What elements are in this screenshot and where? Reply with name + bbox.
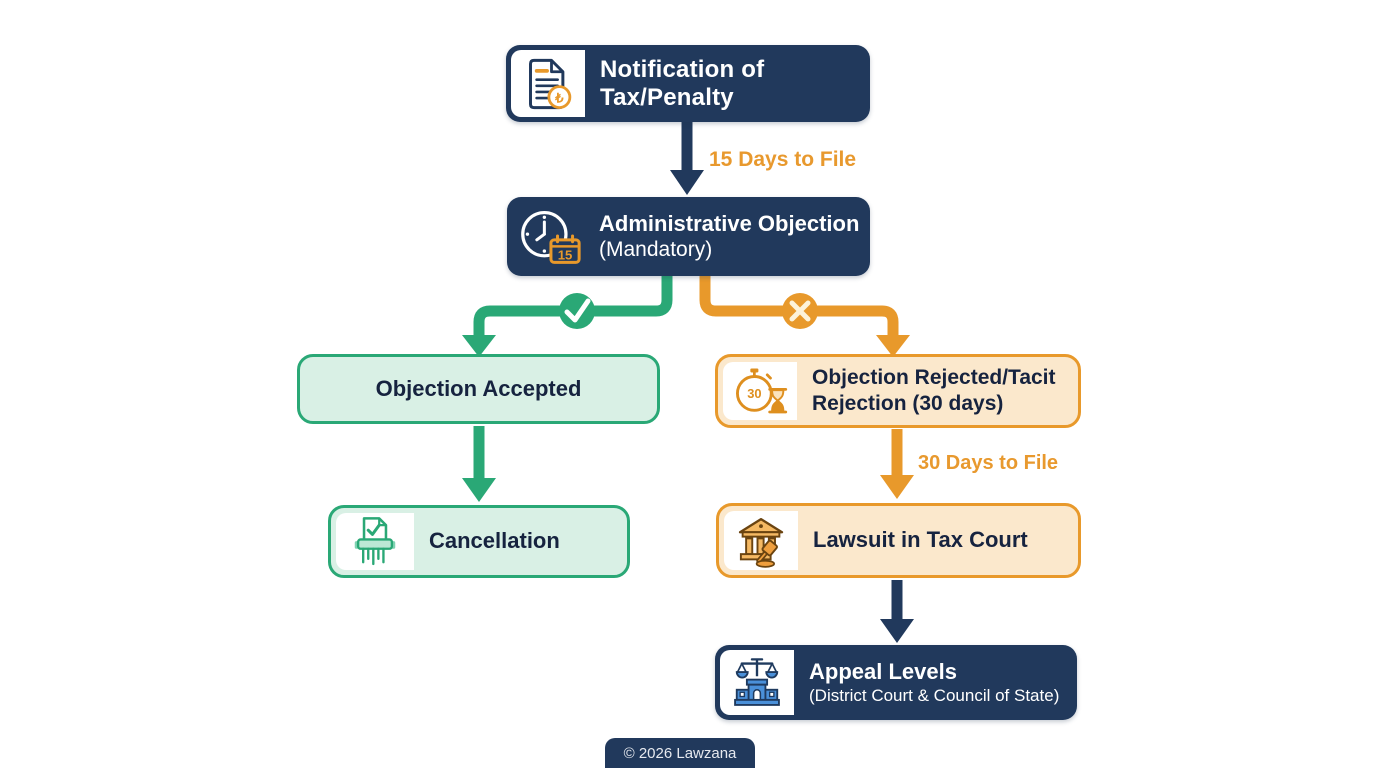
node-rejected-label: Objection Rejected/Tacit Rejection (30 d… — [812, 366, 1056, 415]
edge-label-15-days: 15 Days to File — [709, 148, 857, 171]
svg-text:₺: ₺ — [554, 90, 564, 105]
copyright-text: © 2026 Lawzana — [623, 745, 737, 762]
svg-text:30: 30 — [747, 386, 761, 401]
edge-label-30-days: 30 Days to File — [918, 452, 1059, 474]
node-appeal-label: Appeal Levels (District Court & Council … — [809, 658, 1060, 706]
node-appeal: Appeal Levels (District Court & Council … — [715, 645, 1077, 720]
copyright-badge: © 2026 Lawzana — [605, 738, 755, 768]
document-lira-icon: ₺ — [511, 50, 585, 117]
node-accepted: Objection Accepted — [297, 354, 660, 424]
arrow-rejected-to-lawsuit — [880, 429, 914, 499]
node-notification-label: Notification of Tax/Penalty — [600, 55, 765, 111]
node-notification: ₺ Notification of Tax/Penalty — [506, 45, 870, 122]
x-circle-icon — [782, 293, 818, 329]
node-cancellation: Cancellation — [328, 505, 630, 578]
check-circle-icon — [559, 293, 595, 329]
clock-deadline-icon: 15 — [507, 197, 593, 276]
arrow-lawsuit-to-appeal — [880, 580, 914, 643]
arrow-notification-to-objection — [670, 120, 704, 195]
node-lawsuit-label: Lawsuit in Tax Court — [813, 527, 1028, 553]
node-rejected: 30 Objection Rejected/Tacit Rejection (3… — [715, 354, 1081, 428]
scales-courthouse-icon — [720, 650, 794, 715]
node-lawsuit: Lawsuit in Tax Court — [716, 503, 1081, 578]
courthouse-gavel-icon — [724, 511, 798, 570]
node-objection-label: Administrative Objection (Mandatory) — [599, 210, 860, 262]
stopwatch-hourglass-icon: 30 — [723, 362, 797, 420]
node-cancellation-label: Cancellation — [429, 528, 560, 554]
node-accepted-label: Objection Accepted — [375, 375, 582, 401]
node-objection: 15 Administrative Objection (Mandatory) — [507, 197, 870, 276]
svg-text:15: 15 — [558, 247, 573, 262]
shredder-check-icon — [336, 513, 414, 570]
arrow-accepted-to-cancellation — [462, 426, 496, 502]
